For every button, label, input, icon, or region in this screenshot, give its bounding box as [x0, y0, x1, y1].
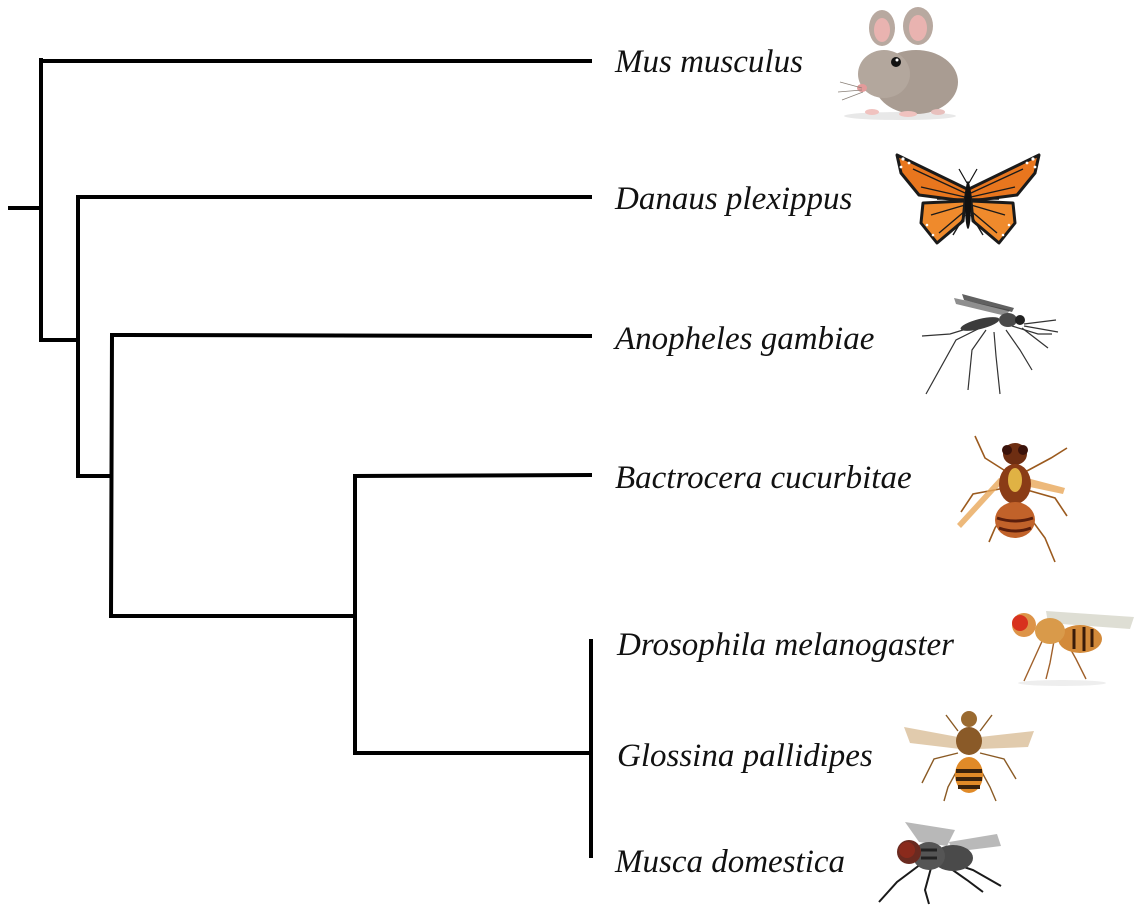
mouse-icon [838, 4, 963, 122]
monarch-butterfly-icon [893, 151, 1043, 249]
taxon-label-drosophila-melanogaster: Drosophila melanogaster [617, 629, 954, 662]
house-fly-icon [875, 820, 1005, 905]
taxon-label-danaus-plexippus: Danaus plexippus [615, 183, 852, 216]
fruit-fly-icon [1000, 597, 1136, 687]
mosquito-icon [920, 290, 1060, 395]
taxon-label-musca-domestica: Musca domestica [615, 846, 845, 879]
taxon-label-anopheles-gambiae: Anopheles gambiae [615, 323, 874, 356]
taxon-label-mus-musculus: Mus musculus [615, 46, 803, 79]
branch-bactrocera-cucurbitae [355, 475, 590, 476]
taxon-label-glossina-pallidipes: Glossina pallidipes [617, 740, 873, 773]
tsetse-fly-icon [900, 707, 1038, 802]
node-diptera-vertical [111, 335, 112, 616]
melon-fly-icon [955, 428, 1075, 563]
taxon-label-bactrocera-cucurbitae: Bactrocera cucurbitae [615, 462, 912, 495]
branch-anopheles-gambiae [112, 335, 590, 336]
